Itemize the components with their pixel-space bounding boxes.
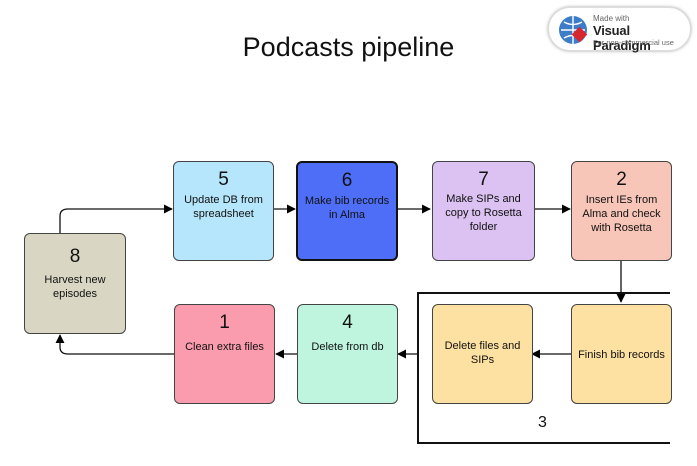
- node-finish-bib-records[interactable]: Finish bib records: [571, 304, 672, 404]
- node-delete-files-and-sips[interactable]: Delete files and SIPs: [432, 304, 533, 404]
- node-number: 5: [218, 169, 229, 190]
- node-label: Harvest new episodes: [44, 274, 106, 300]
- node-insert-ies[interactable]: 2 Insert IEs from Alma and check with Ro…: [571, 161, 672, 261]
- node-label: Finish bib records: [578, 349, 665, 361]
- node-make-sips[interactable]: 7 Make SIPs and copy to Rosetta folder: [432, 161, 535, 261]
- node-update-db[interactable]: 5 Update DB from spreadsheet: [173, 161, 274, 261]
- node-clean-extra-files[interactable]: 1 Clean extra files: [174, 304, 275, 404]
- node-harvest-new-episodes[interactable]: 8 Harvest new episodes: [24, 233, 126, 334]
- edge-8-to-5: [59, 204, 173, 233]
- node-delete-from-db[interactable]: 4 Delete from db: [297, 304, 398, 404]
- visual-paradigm-badge[interactable]: Made with Visual Paradigm For non-commer…: [548, 7, 691, 53]
- node-number: 4: [342, 312, 353, 333]
- diagram-title: Podcasts pipeline: [242, 32, 455, 62]
- node-label: Delete files and SIPs: [444, 340, 521, 366]
- group-3-label: 3: [538, 414, 547, 431]
- node-label: Update DB from spreadsheet: [184, 194, 263, 220]
- visual-paradigm-logo-icon: [559, 16, 588, 44]
- node-make-bib-records[interactable]: 6 Make bib records in Alma: [296, 161, 398, 261]
- node-number: 2: [616, 169, 627, 190]
- badge-made-with: Made with: [593, 14, 630, 23]
- node-label: Delete from db: [311, 341, 384, 353]
- badge-note: For non-commercial use: [593, 38, 674, 47]
- node-label: Insert IEs from Alma and check with Rose…: [582, 194, 661, 234]
- node-label: Make SIPs and copy to Rosetta folder: [445, 193, 522, 233]
- node-number: 7: [478, 169, 489, 190]
- badge-brand: Visual Paradigm: [593, 23, 651, 53]
- group-3-frame: [417, 292, 670, 444]
- node-number: 6: [341, 170, 353, 191]
- node-number: 8: [69, 246, 81, 267]
- edge-1-to-8: [55, 334, 174, 355]
- node-label: Make bib records in Alma: [304, 195, 390, 221]
- node-number: 1: [219, 312, 230, 333]
- node-label: Clean extra files: [185, 341, 264, 353]
